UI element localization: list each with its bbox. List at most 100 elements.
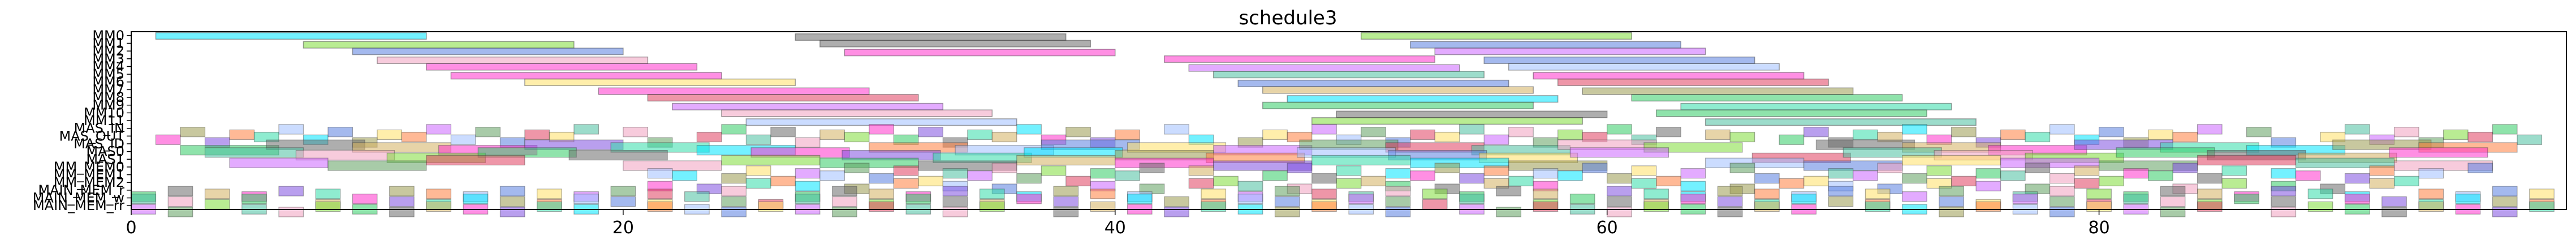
task-bar <box>1508 63 1780 71</box>
task-bar <box>795 194 821 204</box>
task-bar <box>2160 186 2186 196</box>
task-bar <box>721 196 747 207</box>
task-bar <box>1803 127 1829 138</box>
task-bar <box>869 173 894 184</box>
task-bar <box>573 194 599 204</box>
task-bar <box>1569 194 1595 204</box>
task-bar <box>942 196 968 207</box>
task-bar <box>1287 95 1559 103</box>
task-bar <box>524 78 796 86</box>
task-bar <box>1016 194 1042 204</box>
task-bar <box>1164 196 1189 207</box>
task-bar <box>1533 72 1805 80</box>
task-bar <box>2221 178 2247 189</box>
task-bar <box>2271 196 2297 207</box>
task-bar <box>1643 189 1669 199</box>
task-bar <box>1803 176 1829 186</box>
task-bar <box>2344 124 2370 135</box>
task-bar <box>1434 131 1460 143</box>
task-bar <box>450 72 722 80</box>
task-bar <box>844 131 870 143</box>
task-bar <box>1508 127 1534 138</box>
task-bar <box>1557 129 1583 140</box>
task-bar <box>1680 102 1952 110</box>
task-bar <box>1262 129 1288 140</box>
task-bar <box>2098 176 2124 186</box>
task-bar <box>1729 131 1755 143</box>
task-bar <box>1361 176 1386 186</box>
task-bar <box>745 134 771 145</box>
task-bar <box>1348 194 1374 204</box>
task-bar <box>2295 170 2321 181</box>
task-bar <box>1262 170 1288 181</box>
task-bar <box>1422 189 1448 199</box>
task-bar <box>1631 178 1657 189</box>
task-bar <box>278 186 304 196</box>
task-bar <box>819 170 845 181</box>
task-bar <box>1311 155 1411 166</box>
task-bar <box>2467 131 2493 143</box>
x-tick-label: 60 <box>1596 218 1618 238</box>
task-bar <box>278 207 304 217</box>
task-bar <box>1274 196 1300 207</box>
task-bar <box>389 186 415 196</box>
task-bar <box>1311 189 1337 199</box>
task-bar <box>979 189 1005 199</box>
task-bar <box>1877 163 1903 173</box>
y-tick-label: MAIN_MEM_r <box>38 182 124 198</box>
task-bar <box>1090 189 1116 199</box>
task-bar <box>1607 207 1632 217</box>
task-bar <box>869 189 894 199</box>
task-bar <box>991 131 1017 143</box>
task-bar <box>204 147 304 158</box>
task-bar <box>1680 194 1706 204</box>
task-bar <box>1188 165 1214 176</box>
task-bar <box>1951 176 1977 186</box>
task-bar <box>2147 129 2173 140</box>
task-bar <box>2000 129 2026 140</box>
task-bar <box>155 134 181 145</box>
task-bar <box>721 124 747 135</box>
task-bar <box>2160 207 2186 217</box>
task-bar <box>2369 165 2395 176</box>
task-bar <box>278 124 304 135</box>
task-bar <box>1791 194 1817 204</box>
task-bar <box>1828 168 1854 179</box>
task-bar <box>1139 163 1165 173</box>
task-bar <box>1385 186 1411 196</box>
task-bar <box>2197 173 2223 184</box>
task-bar <box>2369 178 2395 189</box>
task-bar <box>1533 189 1559 199</box>
task-bar <box>770 127 796 138</box>
task-bar <box>1434 48 1706 55</box>
task-bar <box>1164 55 1435 63</box>
task-bar <box>1201 189 1227 199</box>
y-tick-label: MM_MEM2 <box>54 174 124 190</box>
task-bar <box>2234 194 2259 204</box>
task-bar <box>610 196 636 207</box>
y-tick-label: MM2 <box>92 43 124 59</box>
task-bar <box>647 94 919 102</box>
task-bar <box>499 207 525 217</box>
task-bar <box>2307 189 2333 199</box>
task-bar <box>1569 147 1669 158</box>
task-bar <box>819 129 845 140</box>
task-bar <box>832 186 857 196</box>
task-bar <box>1607 124 1632 135</box>
task-bar <box>1311 117 1583 125</box>
task-bar <box>1582 87 1854 95</box>
task-bar <box>1127 194 1153 204</box>
task-bar <box>499 196 525 207</box>
y-tick-label: MAS0 <box>86 144 124 160</box>
task-bar <box>180 127 206 138</box>
task-bar <box>2123 168 2149 179</box>
task-bar <box>2147 170 2173 181</box>
task-bar <box>2025 163 2051 173</box>
task-bar <box>2074 178 2100 189</box>
task-bar <box>167 186 193 196</box>
task-bar <box>573 124 599 135</box>
task-bar <box>795 137 821 148</box>
